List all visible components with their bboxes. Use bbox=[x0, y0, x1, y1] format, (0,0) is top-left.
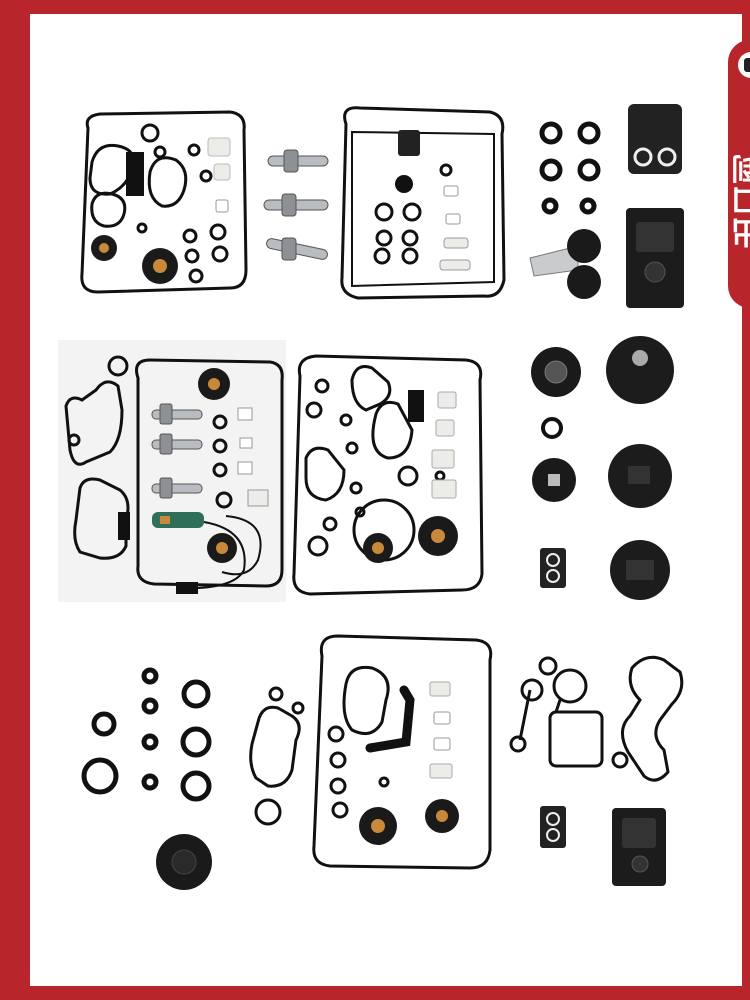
kit-bottom-center-gasket-set bbox=[249, 634, 493, 870]
side-label-text: 出口到 bbox=[733, 152, 750, 248]
kit-top-left-gasket-set bbox=[80, 110, 248, 294]
kit-top-center-gasket-set bbox=[340, 106, 506, 300]
bottom-left-diaphragm bbox=[156, 834, 212, 890]
metal-fittings bbox=[263, 149, 329, 261]
bottom-right-parts bbox=[540, 806, 666, 886]
kit-top-right-orings-covers bbox=[529, 104, 684, 308]
top-left-parts bbox=[91, 137, 231, 284]
kit-bottom-left-orings bbox=[81, 667, 212, 802]
kit-middle-right-diaphragms bbox=[531, 336, 674, 600]
bottom-center-parts bbox=[359, 681, 459, 845]
kit-bottom-right-gaskets bbox=[509, 655, 684, 782]
side-label-tab bbox=[728, 40, 750, 308]
brand-logo-mark bbox=[744, 58, 750, 72]
top-center-parts bbox=[395, 130, 471, 271]
middle-center-parts bbox=[363, 390, 458, 563]
kit-middle-left-solenoid-set bbox=[58, 340, 286, 602]
